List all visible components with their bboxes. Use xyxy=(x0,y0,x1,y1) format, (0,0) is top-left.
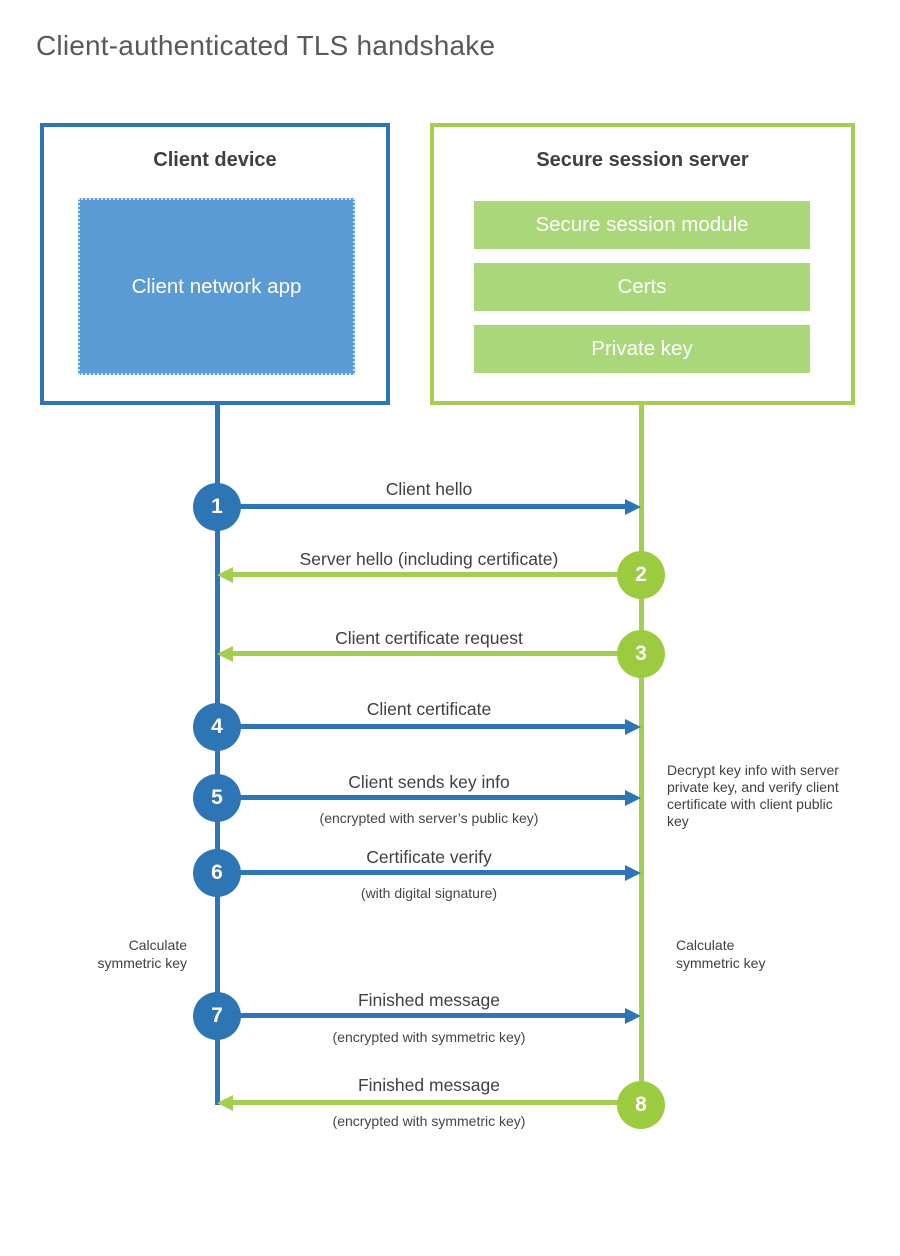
step-4-circle: 4 xyxy=(193,703,241,751)
step-7-arrow-right-icon xyxy=(217,1008,641,1024)
note-calculate-symmetric-key-server: Calculate symmetric key xyxy=(676,937,766,971)
step-6-sub-label: (with digital signature) xyxy=(360,885,498,901)
client-lifeline xyxy=(215,405,220,1105)
step-2-circle: 2 xyxy=(617,551,665,599)
step-4-label: Client certificate xyxy=(366,699,492,719)
server-module-label: Private key xyxy=(591,337,693,360)
step-7-label: Finished message xyxy=(357,990,501,1010)
server-module-label: Secure session module xyxy=(535,213,749,236)
step-7-sub-label: (encrypted with symmetric key) xyxy=(332,1029,526,1045)
step-5-circle: 5 xyxy=(193,774,241,822)
server-module-bar-certs: Certs xyxy=(474,263,810,311)
step-2-label: Server hello (including certificate) xyxy=(299,549,559,569)
step-3-label: Client certificate request xyxy=(335,628,523,648)
step-5-arrow-right-icon xyxy=(217,790,641,806)
step-5-sub-label: (encrypted with server’s public key) xyxy=(319,810,539,826)
note-decrypt-key-info: Decrypt key info with server private key… xyxy=(667,762,839,829)
step-3-circle: 3 xyxy=(617,630,665,678)
server-module-bar-secure-session-module: Secure session module xyxy=(474,201,810,249)
step-6-arrow-right-icon xyxy=(217,865,641,881)
step-3-arrow-left-icon xyxy=(217,646,641,662)
step-1-arrow-right-icon xyxy=(217,499,641,515)
server-module-label: Certs xyxy=(617,275,667,298)
page-title: Client-authenticated TLS handshake xyxy=(36,30,496,61)
secure-session-server-box: Secure session server Secure session mod… xyxy=(430,123,855,405)
step-6-circle: 6 xyxy=(193,849,241,897)
client-network-app-label: Client network app xyxy=(131,275,302,298)
step-8-arrow-left-icon xyxy=(217,1095,641,1111)
client-device-heading: Client device xyxy=(153,149,277,171)
step-8-sub-label: (encrypted with symmetric key) xyxy=(332,1113,526,1129)
step-4-arrow-right-icon xyxy=(217,719,641,735)
secure-session-server-heading: Secure session server xyxy=(536,149,749,171)
client-network-app-box: Client network app xyxy=(78,198,355,375)
client-device-box: Client device Client network app xyxy=(40,123,390,405)
note-calculate-symmetric-key-client: Calculate symmetric key xyxy=(97,937,187,971)
step-1-circle: 1 xyxy=(193,483,241,531)
step-1-label: Client hello xyxy=(385,479,473,499)
step-5-label: Client sends key info xyxy=(348,772,510,792)
server-module-bar-private-key: Private key xyxy=(474,325,810,373)
step-7-circle: 7 xyxy=(193,992,241,1040)
step-2-arrow-left-icon xyxy=(217,567,641,583)
step-8-label: Finished message xyxy=(357,1075,501,1095)
step-6-label: Certificate verify xyxy=(366,847,492,867)
server-lifeline xyxy=(639,405,644,1105)
step-8-circle: 8 xyxy=(617,1081,665,1129)
